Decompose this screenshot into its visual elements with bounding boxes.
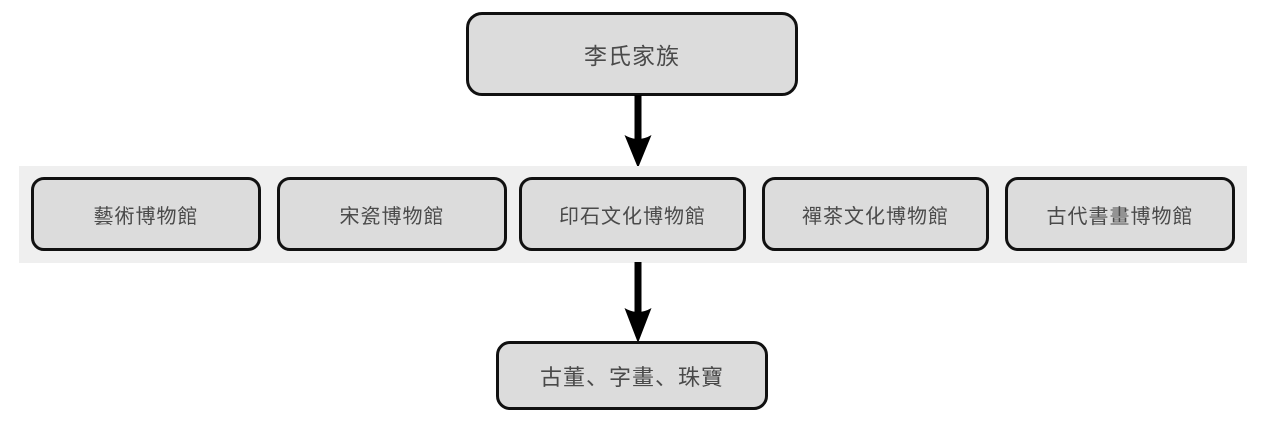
node-museum-ancient-painting-calligraphy-label: 古代書畫博物館	[1046, 203, 1194, 228]
node-museum-seal-stone-culture-label: 印石文化博物館	[559, 203, 706, 228]
node-museum-song-porcelain-label: 宋瓷博物館	[339, 203, 445, 228]
node-museum-ancient-painting-calligraphy[interactable]: 古代書畫博物館	[1005, 177, 1235, 251]
node-museum-art[interactable]: 藝術博物館	[31, 177, 261, 251]
node-museum-art-label: 藝術博物館	[93, 203, 199, 228]
node-collection-items[interactable]: 古董、字畫、珠寶	[496, 341, 768, 410]
arrow-seal-museum-to-collection	[615, 262, 661, 344]
node-museum-zen-tea-culture-label: 禪茶文化博物館	[802, 203, 949, 228]
node-family-label: 李氏家族	[584, 44, 680, 70]
node-family[interactable]: 李氏家族	[466, 12, 798, 96]
node-museum-seal-stone-culture[interactable]: 印石文化博物館	[519, 177, 746, 251]
arrow-family-to-seal-museum	[615, 95, 661, 169]
node-collection-items-label: 古董、字畫、珠寶	[539, 365, 724, 391]
node-museum-song-porcelain[interactable]: 宋瓷博物館	[277, 177, 507, 251]
node-museum-zen-tea-culture[interactable]: 禪茶文化博物館	[762, 177, 989, 251]
